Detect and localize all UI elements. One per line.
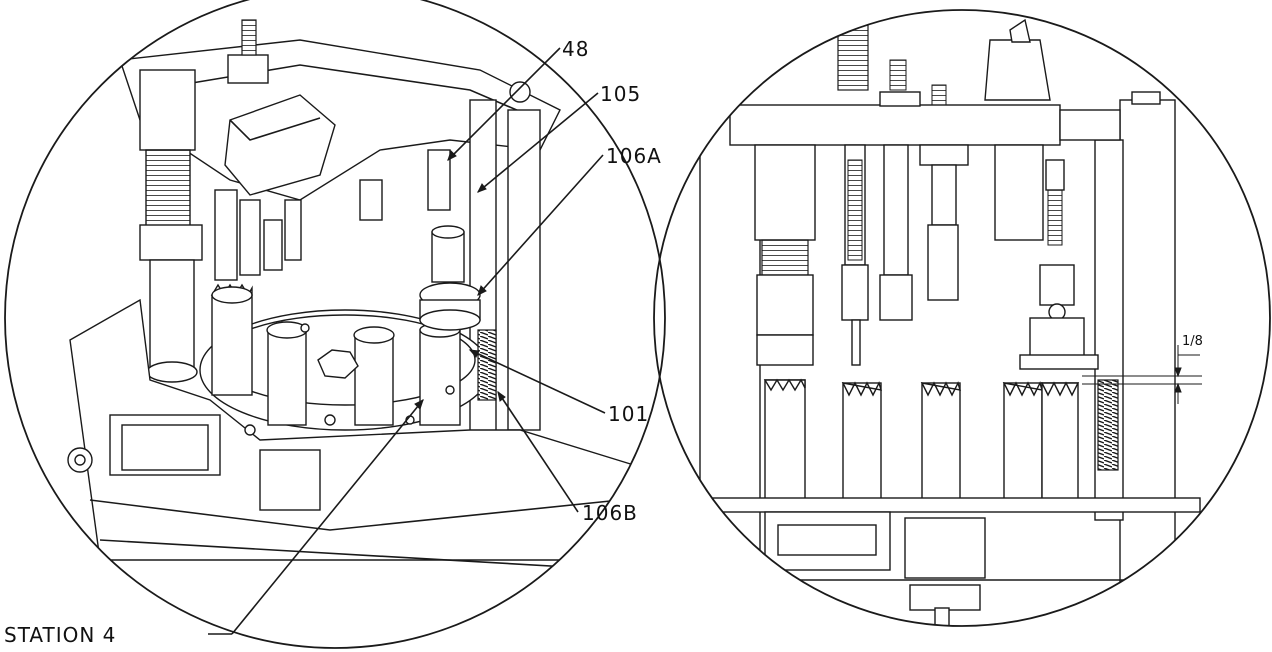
callout-101: 101 [468, 349, 649, 426]
left-view-content [67, 19, 661, 571]
left-view-boundary [4, 0, 666, 649]
right-detail-view: 1/8 [653, 9, 1271, 627]
callout-station-4: STATION 4 [4, 399, 424, 647]
callout-105: 105 [476, 82, 641, 193]
right-view-boundary [653, 9, 1271, 627]
callout-106b-label: 106B [582, 501, 638, 525]
dimension-label: 1/8 [1182, 334, 1203, 349]
case-die-row [763, 378, 1080, 501]
callout-48: 48 [447, 37, 589, 161]
case-die-group [210, 283, 461, 426]
callout-101-label: 101 [608, 402, 649, 426]
left-detail-view [4, 0, 666, 649]
callout-106a: 106A [477, 144, 662, 296]
callout-station-4-label: STATION 4 [4, 623, 116, 647]
dimension-1-8: 1/8 [1082, 334, 1203, 404]
callout-105-label: 105 [600, 82, 641, 106]
right-view-content [699, 14, 1201, 626]
callout-106b: 106B [497, 390, 638, 525]
callout-48-label: 48 [562, 37, 589, 61]
callout-106a-label: 106A [606, 144, 662, 168]
